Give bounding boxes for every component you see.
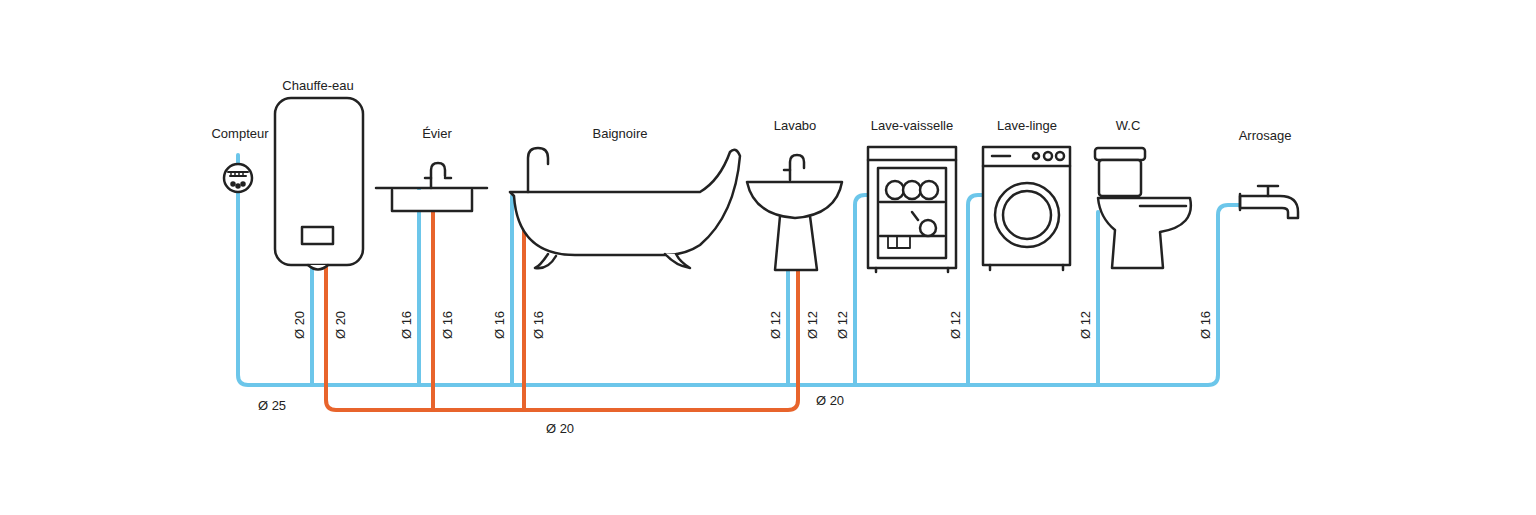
fixture-label: Compteur xyxy=(211,126,268,141)
water-meter xyxy=(224,164,252,192)
pipe-diameter: Ø 12 xyxy=(948,311,963,339)
pipe-diameter: Ø 20 xyxy=(292,311,307,339)
fixture-label: Lave-vaisselle xyxy=(871,118,953,133)
fixture-label: Lavabo xyxy=(774,118,817,133)
garden-tap xyxy=(1240,186,1298,218)
pipe-diameter: Ø 20 xyxy=(333,311,348,339)
pipe-diameter: Ø 12 xyxy=(835,311,850,339)
pipe-diameter: Ø 16 xyxy=(1198,311,1213,339)
fixture-label: Arrosage xyxy=(1239,128,1292,143)
fixture-label: W.C xyxy=(1116,118,1141,133)
cold-pipes xyxy=(238,155,1240,385)
pipe-diameter: Ø 12 xyxy=(768,311,783,339)
fixture-label: Évier xyxy=(422,126,452,141)
pipe-diameter: Ø 16 xyxy=(492,311,507,339)
dishwasher xyxy=(868,147,956,272)
fixture-label: Chauffe-eau xyxy=(282,78,353,93)
pipe-diameter: Ø 12 xyxy=(805,311,820,339)
pipe-diameter: Ø 16 xyxy=(440,311,455,339)
washbasin xyxy=(747,155,842,270)
pipe-diameter: Ø 25 xyxy=(258,398,286,413)
kitchen-sink xyxy=(376,163,487,211)
water-heater xyxy=(275,98,363,270)
pipe-diameter: Ø 16 xyxy=(531,311,546,339)
fixture-label: Baignoire xyxy=(593,126,648,141)
pipe-diameter: Ø 16 xyxy=(399,311,414,339)
fixture-label: Lave-linge xyxy=(997,118,1057,133)
pipe-diameter: Ø 20 xyxy=(546,421,574,436)
pipe-diameter: Ø 12 xyxy=(1078,311,1093,339)
washing-machine xyxy=(983,147,1070,270)
toilet xyxy=(1095,148,1191,268)
pipe-diameter: Ø 20 xyxy=(816,393,844,408)
bathtub xyxy=(510,148,740,268)
